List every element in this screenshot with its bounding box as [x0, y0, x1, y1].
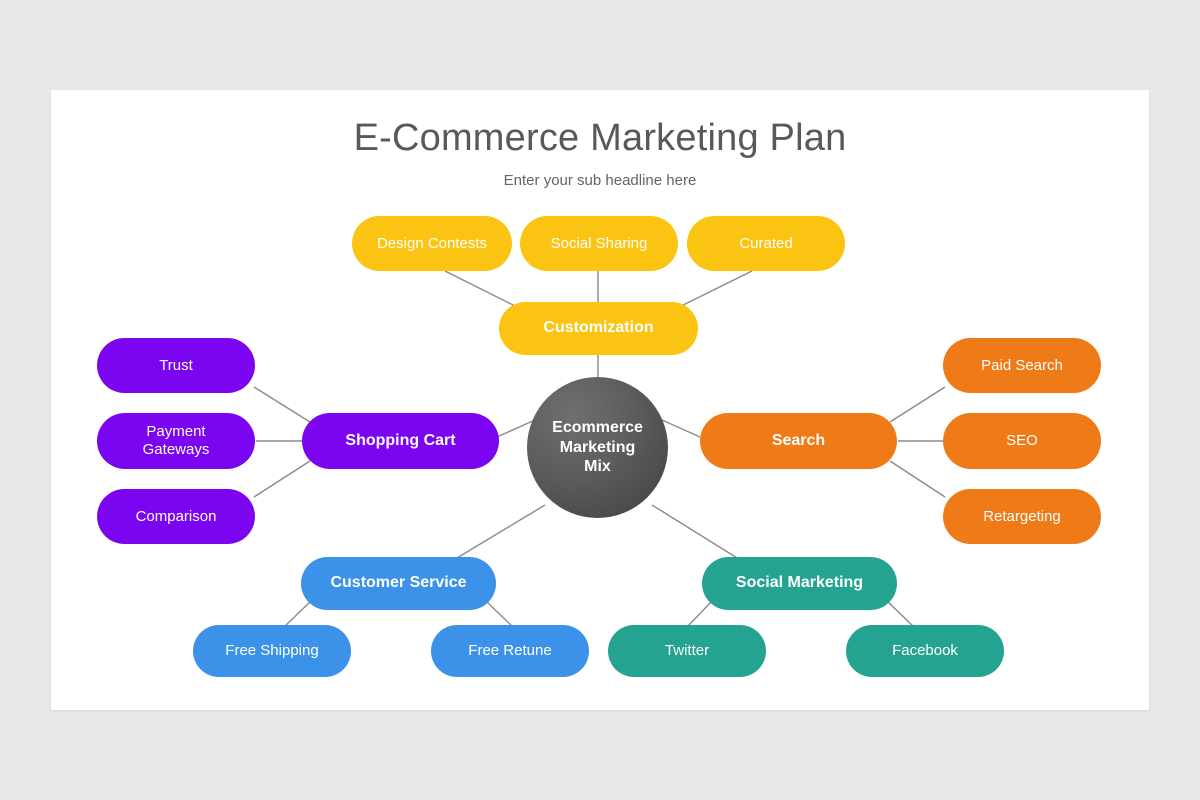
- node-label: Free Retune: [468, 642, 552, 660]
- node-label: Free Shipping: [225, 642, 319, 660]
- node-trust[interactable]: Trust: [97, 338, 255, 393]
- node-label: Trust: [159, 356, 193, 374]
- node-label: Retargeting: [983, 507, 1061, 525]
- node-label: Shopping Cart: [345, 431, 456, 449]
- node-customization[interactable]: Customization: [499, 302, 698, 355]
- node-label: Payment Gateways: [142, 423, 210, 458]
- node-search[interactable]: Search: [700, 413, 897, 469]
- node-label: Twitter: [664, 642, 710, 660]
- connector-hub-shopping-cart: [496, 419, 536, 438]
- node-label: Comparison: [135, 507, 217, 525]
- connector-hub-social-marketing: [651, 504, 743, 562]
- node-comparison[interactable]: Comparison: [97, 489, 255, 544]
- node-seo[interactable]: SEO: [943, 413, 1101, 469]
- node-label: Design Contests: [376, 234, 488, 252]
- connector-shopping-cart-comparison: [253, 460, 311, 498]
- node-free-retune[interactable]: Free Retune: [431, 625, 589, 677]
- node-facebook[interactable]: Facebook: [846, 625, 1004, 677]
- connector-customer-service-free-shipping: [282, 599, 313, 629]
- connector-hub-search: [661, 419, 701, 438]
- node-social-marketing[interactable]: Social Marketing: [702, 557, 897, 610]
- node-payment-gateways[interactable]: Payment Gateways: [97, 413, 255, 469]
- node-label: Search: [771, 431, 826, 449]
- node-free-shipping[interactable]: Free Shipping: [193, 625, 351, 677]
- node-design-contests[interactable]: Design Contests: [352, 216, 512, 271]
- connector-social-marketing-facebook: [885, 599, 916, 629]
- node-paid-search[interactable]: Paid Search: [943, 338, 1101, 393]
- node-label: Facebook: [892, 642, 958, 660]
- node-label: SEO: [1006, 432, 1038, 450]
- hub-label: Ecommerce Marketing Mix: [552, 418, 643, 476]
- node-retargeting[interactable]: Retargeting: [943, 489, 1101, 544]
- connector-social-marketing-twitter: [685, 599, 714, 629]
- node-label: Paid Search: [981, 356, 1063, 374]
- node-social-sharing[interactable]: Social Sharing: [520, 216, 678, 271]
- node-twitter[interactable]: Twitter: [608, 625, 766, 677]
- node-label: Social Marketing: [735, 574, 864, 592]
- connector-shopping-cart-trust: [253, 386, 311, 423]
- node-label: Curated: [739, 234, 793, 252]
- hub-node[interactable]: Ecommerce Marketing Mix: [527, 377, 668, 518]
- connector-search-paid-search: [889, 386, 946, 423]
- connector-customer-service-free-retune: [484, 599, 515, 629]
- node-label: Customization: [543, 319, 654, 337]
- node-label: Social Sharing: [550, 234, 648, 252]
- connector-search-retargeting: [889, 460, 946, 498]
- connector-hub-customer-service: [451, 504, 546, 562]
- node-curated[interactable]: Curated: [687, 216, 845, 271]
- node-label: Customer Service: [330, 574, 467, 592]
- node-customer-service[interactable]: Customer Service: [301, 557, 496, 610]
- node-shopping-cart[interactable]: Shopping Cart: [302, 413, 499, 469]
